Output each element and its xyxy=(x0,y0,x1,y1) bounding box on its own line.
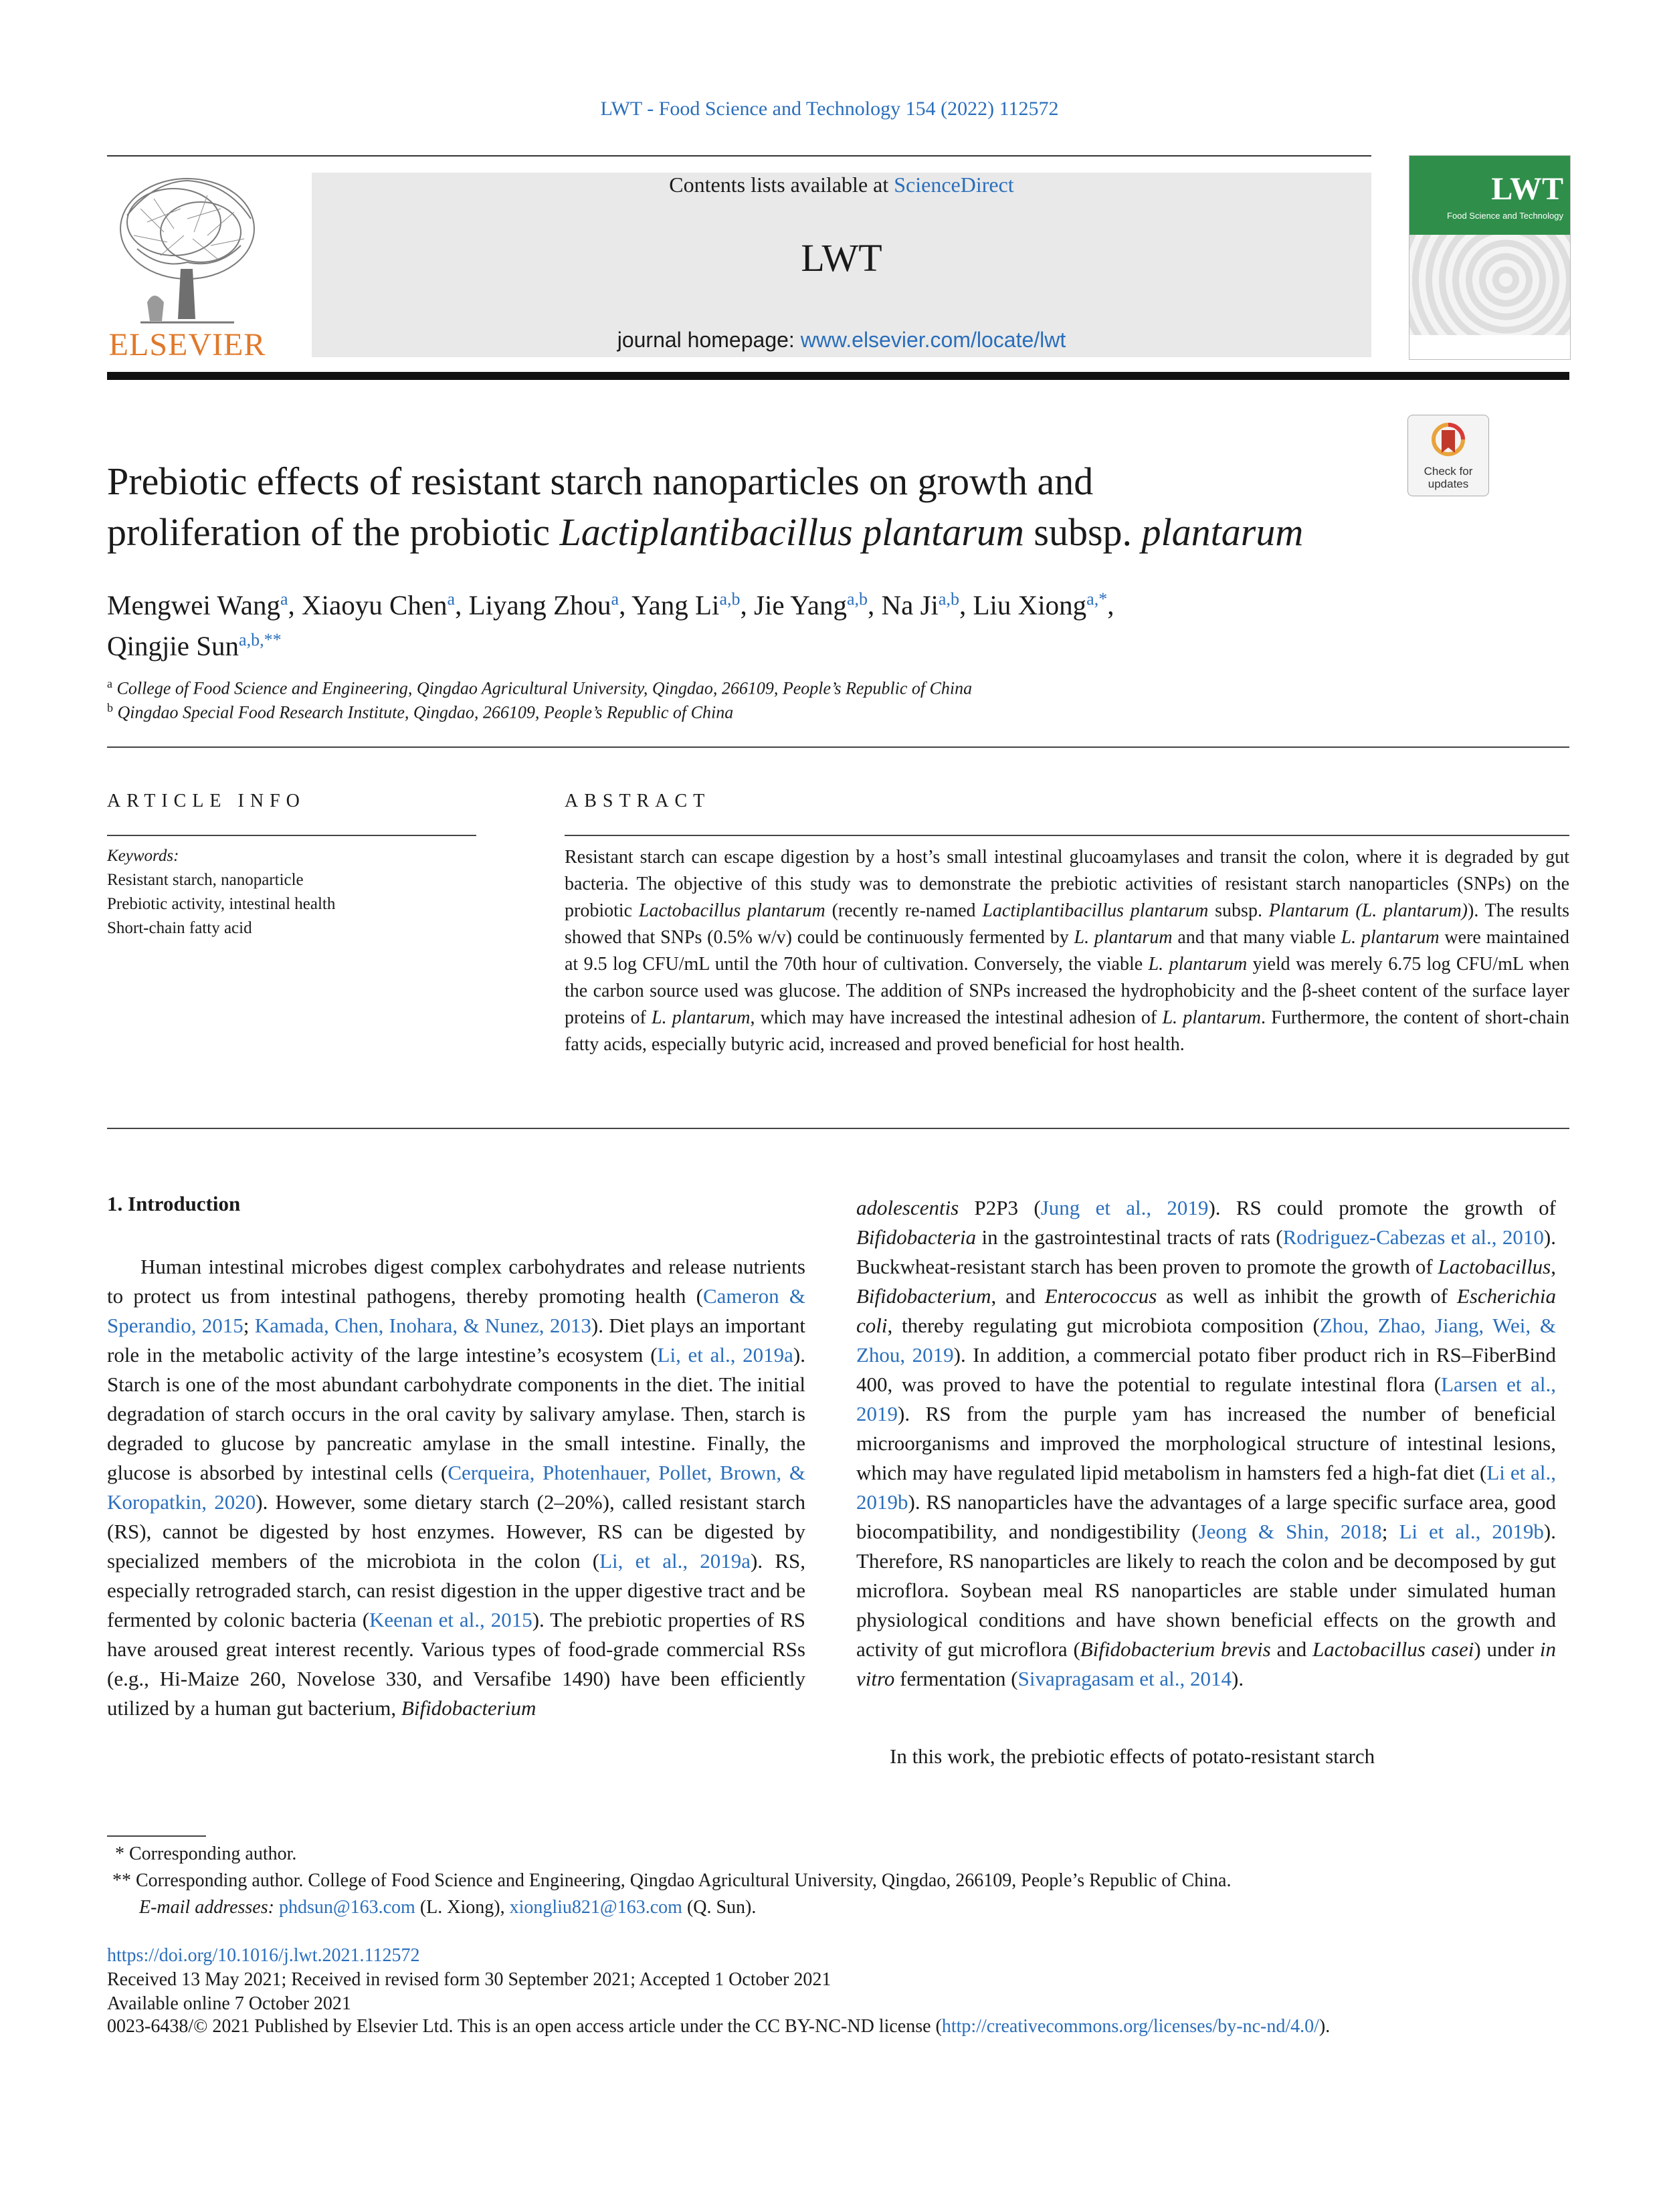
citation-link[interactable]: Jeong & Shin, 2018 xyxy=(1198,1520,1382,1543)
author-name[interactable]: Liyang Zhou xyxy=(468,589,611,621)
cover-title: LWT xyxy=(1491,171,1563,207)
author-name[interactable]: Mengwei Wang xyxy=(107,589,280,621)
author-list: Mengwei Wanga, Xiaoyu Chena, Liyang Zhou… xyxy=(107,589,1114,662)
citation-link[interactable]: Larsen et al., 2019 xyxy=(856,1373,1556,1425)
footnote-emails: E-mail addresses: phdsun@163.com (L. Xio… xyxy=(139,1897,757,1918)
keyword-item: Resistant starch, nanoparticle xyxy=(107,871,304,889)
elsevier-logo[interactable]: ELSEVIER xyxy=(100,169,274,364)
journal-name: LWT xyxy=(801,236,882,280)
check-for-updates-button[interactable]: Check for updates xyxy=(1407,415,1489,496)
citation-link[interactable]: Sivapragasam et al., 2014 xyxy=(1017,1667,1232,1690)
citation-link[interactable]: Rodriguez-Cabezas et al., 2010 xyxy=(1282,1225,1544,1249)
footnote-corresponding-1: * Corresponding author. xyxy=(115,1843,297,1864)
sciencedirect-link[interactable]: ScienceDirect xyxy=(894,173,1014,197)
received-dates: Received 13 May 2021; Received in revise… xyxy=(107,1969,832,1990)
author-affil-marker[interactable]: a,b,** xyxy=(239,629,282,649)
homepage-link[interactable]: www.elsevier.com/locate/lwt xyxy=(800,328,1066,352)
article-info-rule xyxy=(107,835,476,836)
doi-link[interactable]: https://doi.org/10.1016/j.lwt.2021.11257… xyxy=(107,1945,420,1966)
footnote-corresponding-2: ** Corresponding author. College of Food… xyxy=(112,1870,1232,1891)
cover-subtitle: Food Science and Technology xyxy=(1447,211,1563,221)
citation-link[interactable]: Li et al., 2019b xyxy=(856,1461,1556,1514)
journal-citation[interactable]: LWT - Food Science and Technology 154 (2… xyxy=(600,98,1059,120)
intro-paragraph-2: In this work, the prebiotic effects of p… xyxy=(890,1744,1375,1768)
homepage-line: journal homepage: www.elsevier.com/locat… xyxy=(617,328,1066,352)
header-rule xyxy=(107,155,1371,157)
author-name[interactable]: Yang Li xyxy=(631,589,720,621)
license-link[interactable]: http://creativecommons.org/licenses/by-n… xyxy=(941,2016,1319,2037)
author-affil-marker[interactable]: a xyxy=(611,589,619,609)
abstract-heading: ABSTRACT xyxy=(565,791,711,811)
citation-link[interactable]: Kamada, Chen, Inohara, & Nunez, 2013 xyxy=(254,1314,591,1337)
article-info-heading: ARTICLE INFO xyxy=(107,791,306,811)
journal-cover[interactable]: LWT Food Science and Technology xyxy=(1409,155,1571,360)
abstract-rule xyxy=(565,835,1569,836)
contents-line: Contents lists available at ScienceDirec… xyxy=(669,173,1014,197)
author-name[interactable]: Liu Xiong xyxy=(973,589,1087,621)
author-name[interactable]: Na Ji xyxy=(881,589,939,621)
abstract-text: Resistant starch can escape digestion by… xyxy=(565,847,1570,1055)
keywords-block: Keywords: Resistant starch, nanoparticle… xyxy=(107,844,335,940)
check-updates-label: Check for updates xyxy=(1424,465,1473,490)
keyword-item: Short-chain fatty acid xyxy=(107,919,252,937)
citation-link[interactable]: Keenan et al., 2015 xyxy=(369,1608,532,1631)
section-rule xyxy=(107,746,1569,748)
bookmark-icon xyxy=(1432,423,1465,456)
available-online-date: Available online 7 October 2021 xyxy=(107,1993,351,2014)
citation-link[interactable]: Li, et al., 2019a xyxy=(599,1549,751,1573)
section-rule xyxy=(107,1128,1569,1129)
article-title: Prebiotic effects of resistant starch na… xyxy=(107,460,1304,554)
elsevier-wordmark: ELSEVIER xyxy=(108,327,266,363)
citation-link[interactable]: Zhou, Zhao, Jiang, Wei, & Zhou, 2019 xyxy=(856,1314,1556,1367)
author-affil-marker[interactable]: a xyxy=(280,589,288,609)
citation-link[interactable]: Cerqueira, Photenhauer, Pollet, Brown, &… xyxy=(107,1461,805,1514)
affiliation-b: b Qingdao Special Food Research Institut… xyxy=(107,701,734,722)
citation-link[interactable]: Li et al., 2019b xyxy=(1399,1520,1544,1543)
author-affil-marker[interactable]: a,b xyxy=(846,589,868,609)
affiliation-a: a College of Food Science and Engineerin… xyxy=(107,677,973,698)
keywords-label: Keywords: xyxy=(107,847,179,865)
section-heading-introduction: 1. Introduction xyxy=(107,1192,241,1215)
email-link[interactable]: xiongliu821@163.com xyxy=(509,1897,682,1918)
author-affil-marker[interactable]: a xyxy=(447,589,456,609)
footnote-rule xyxy=(107,1835,206,1837)
elsevier-tree-icon xyxy=(120,178,255,324)
author-name[interactable]: Qingjie Sun xyxy=(107,630,239,662)
citation-link[interactable]: Li, et al., 2019a xyxy=(657,1343,793,1367)
author-affil-marker[interactable]: a,b xyxy=(938,589,959,609)
cover-image xyxy=(1409,235,1570,335)
copyright-line: 0023-6438/© 2021 Published by Elsevier L… xyxy=(107,2016,1331,2037)
author-affil-marker[interactable]: a,b xyxy=(719,589,741,609)
citation-link[interactable]: Cameron & Sperandio, 2015 xyxy=(107,1284,805,1337)
citation-link[interactable]: Jung et al., 2019 xyxy=(1040,1196,1209,1219)
email-link[interactable]: phdsun@163.com xyxy=(278,1897,415,1918)
author-affil-marker[interactable]: a,* xyxy=(1086,589,1108,609)
intro-paragraph-left: Human intestinal microbes digest complex… xyxy=(107,1255,805,1720)
intro-paragraph-right: adolescentis P2P3 (Jung et al., 2019). R… xyxy=(856,1196,1556,1690)
author-name[interactable]: Jie Yang xyxy=(753,589,847,621)
header-thick-rule xyxy=(107,372,1569,380)
keyword-item: Prebiotic activity, intestinal health xyxy=(107,895,336,913)
author-name[interactable]: Xiaoyu Chen xyxy=(302,589,448,621)
cover-banner xyxy=(1409,156,1570,235)
journal-banner xyxy=(312,173,1371,357)
